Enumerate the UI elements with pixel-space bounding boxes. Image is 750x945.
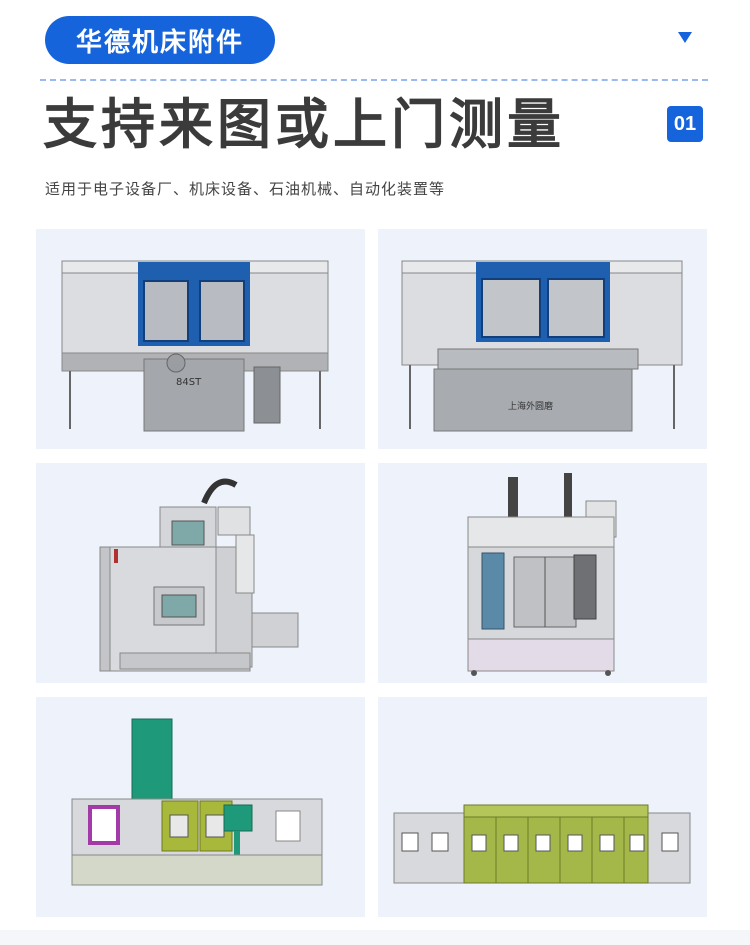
brand-pill[interactable]: 华德机床附件 — [45, 16, 275, 64]
machine-model-label: 84ST — [176, 377, 202, 388]
gallery-card-machining-center-1[interactable] — [36, 463, 365, 683]
gallery-card-machining-center-2[interactable] — [378, 463, 707, 683]
gallery-card-enclosure[interactable] — [378, 697, 707, 917]
section-number-badge: 01 — [667, 106, 703, 142]
footer-strip — [0, 930, 750, 945]
machine-model-label: 上海外圆磨 — [508, 400, 553, 412]
gantry-machine-image — [71, 718, 323, 886]
brand-label: 华德机床附件 — [75, 27, 244, 58]
section-number: 01 — [673, 112, 697, 135]
section-subtitle: 适用于电子设备厂、机床设备、石油机械、自动化装置等 — [45, 180, 446, 198]
gallery-card-grinder-1[interactable]: 84ST — [36, 229, 365, 449]
gallery-card-gantry-machine[interactable] — [36, 697, 365, 917]
section-title: 支持来图或上门测量 — [43, 93, 565, 156]
grinder-machine-image: 84ST — [61, 260, 329, 432]
gallery-card-grinder-2[interactable]: 上海外圆磨 — [378, 229, 707, 449]
dashed-divider — [40, 79, 708, 81]
long-enclosure-image — [393, 804, 691, 884]
cylindrical-grinder-image: 上海外圆磨 — [401, 260, 683, 432]
machining-center-image — [99, 478, 299, 672]
triangle-down-icon[interactable] — [678, 32, 692, 43]
vertical-machining-center-image — [467, 473, 617, 676]
